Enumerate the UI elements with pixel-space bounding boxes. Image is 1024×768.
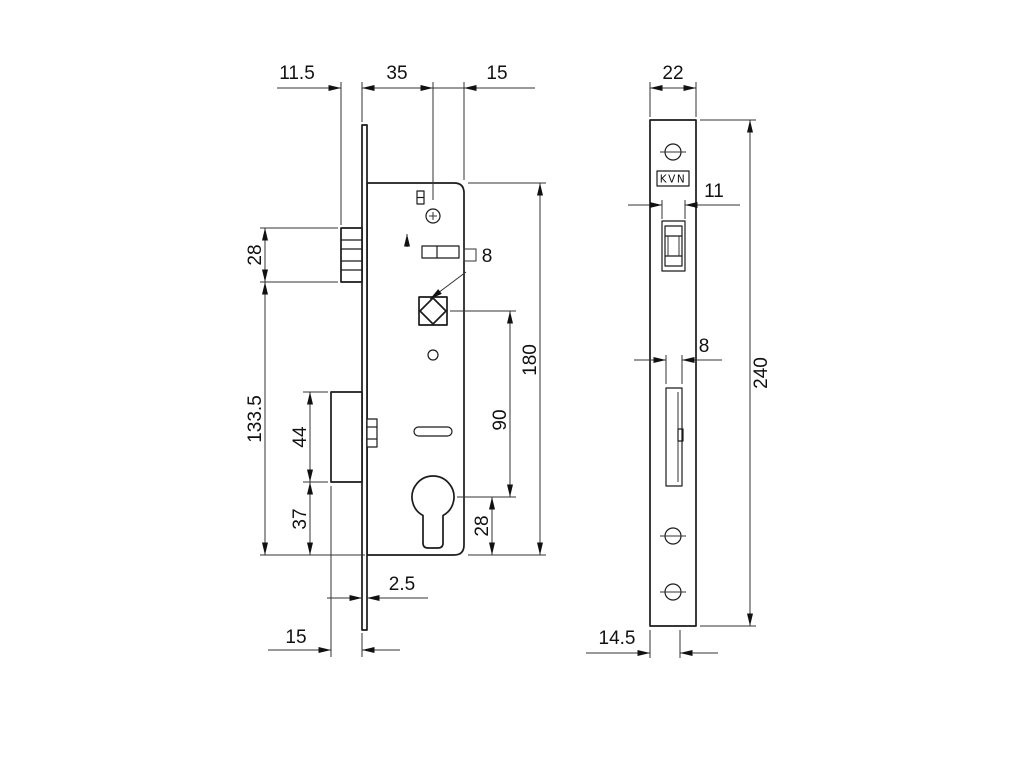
brand-plate: KVN — [656, 170, 690, 187]
dim-body-height: 180 — [520, 344, 541, 376]
deadbolt — [330, 391, 363, 483]
dim-bottom-offset: 14.5 — [599, 628, 636, 649]
brand-label: KVN — [660, 174, 686, 186]
dim-lower-body-length: 133.5 — [245, 395, 266, 443]
top-detail — [416, 190, 425, 205]
dim-spindle-square: 8 — [482, 246, 493, 267]
dim-latch-height: 28 — [245, 244, 266, 265]
dim-deadbolt-height: 44 — [290, 426, 311, 448]
dim-deadbolt-to-bottom: 37 — [290, 508, 311, 529]
dim-faceplate-thickness: 2.5 — [389, 574, 415, 595]
dim-faceplate-width: 22 — [662, 63, 683, 84]
deadbolt-tail — [366, 418, 378, 448]
dim-cylinder-to-bottom: 28 — [472, 515, 493, 536]
faceplate-front — [649, 119, 697, 627]
front-view: KVN — [649, 119, 697, 627]
slot-hole — [413, 426, 453, 437]
latch-bolt — [340, 227, 363, 283]
screw-hole-middle — [660, 527, 686, 545]
cylinder-hole — [411, 475, 455, 549]
square-symbol-icon — [463, 248, 477, 262]
dim-faceplate-height: 240 — [751, 357, 772, 389]
dimension-lines-front — [586, 82, 756, 658]
dimension-labels: 11.5 35 15 28 133.5 44 37 15 2.5 8 90 28… — [245, 63, 772, 649]
upper-hole — [425, 208, 441, 224]
dim-latch-cutout-width: 11 — [704, 181, 724, 202]
screw-hole-bottom — [660, 583, 686, 601]
follower-bar — [421, 245, 460, 259]
deadbolt-cutout — [665, 387, 684, 487]
screw-hole-top — [660, 143, 686, 161]
dim-deadbolt-throw: 15 — [285, 627, 306, 648]
fixing-hole — [427, 349, 439, 361]
spindle-square-hole — [419, 297, 447, 325]
dim-center-to-rear: 15 — [486, 63, 507, 84]
dim-latch-protrusion: 11.5 — [279, 63, 315, 84]
faceplate-side — [361, 124, 368, 631]
side-view — [330, 124, 465, 631]
spindle-leader-line — [429, 271, 467, 300]
dim-centre-distance: 90 — [490, 409, 511, 430]
lock-body — [366, 182, 465, 556]
dim-backset: 35 — [386, 63, 407, 84]
dimension-lines-side — [260, 82, 546, 657]
latch-cutout — [661, 220, 686, 272]
dim-bolt-cutout-width: 8 — [699, 336, 710, 357]
